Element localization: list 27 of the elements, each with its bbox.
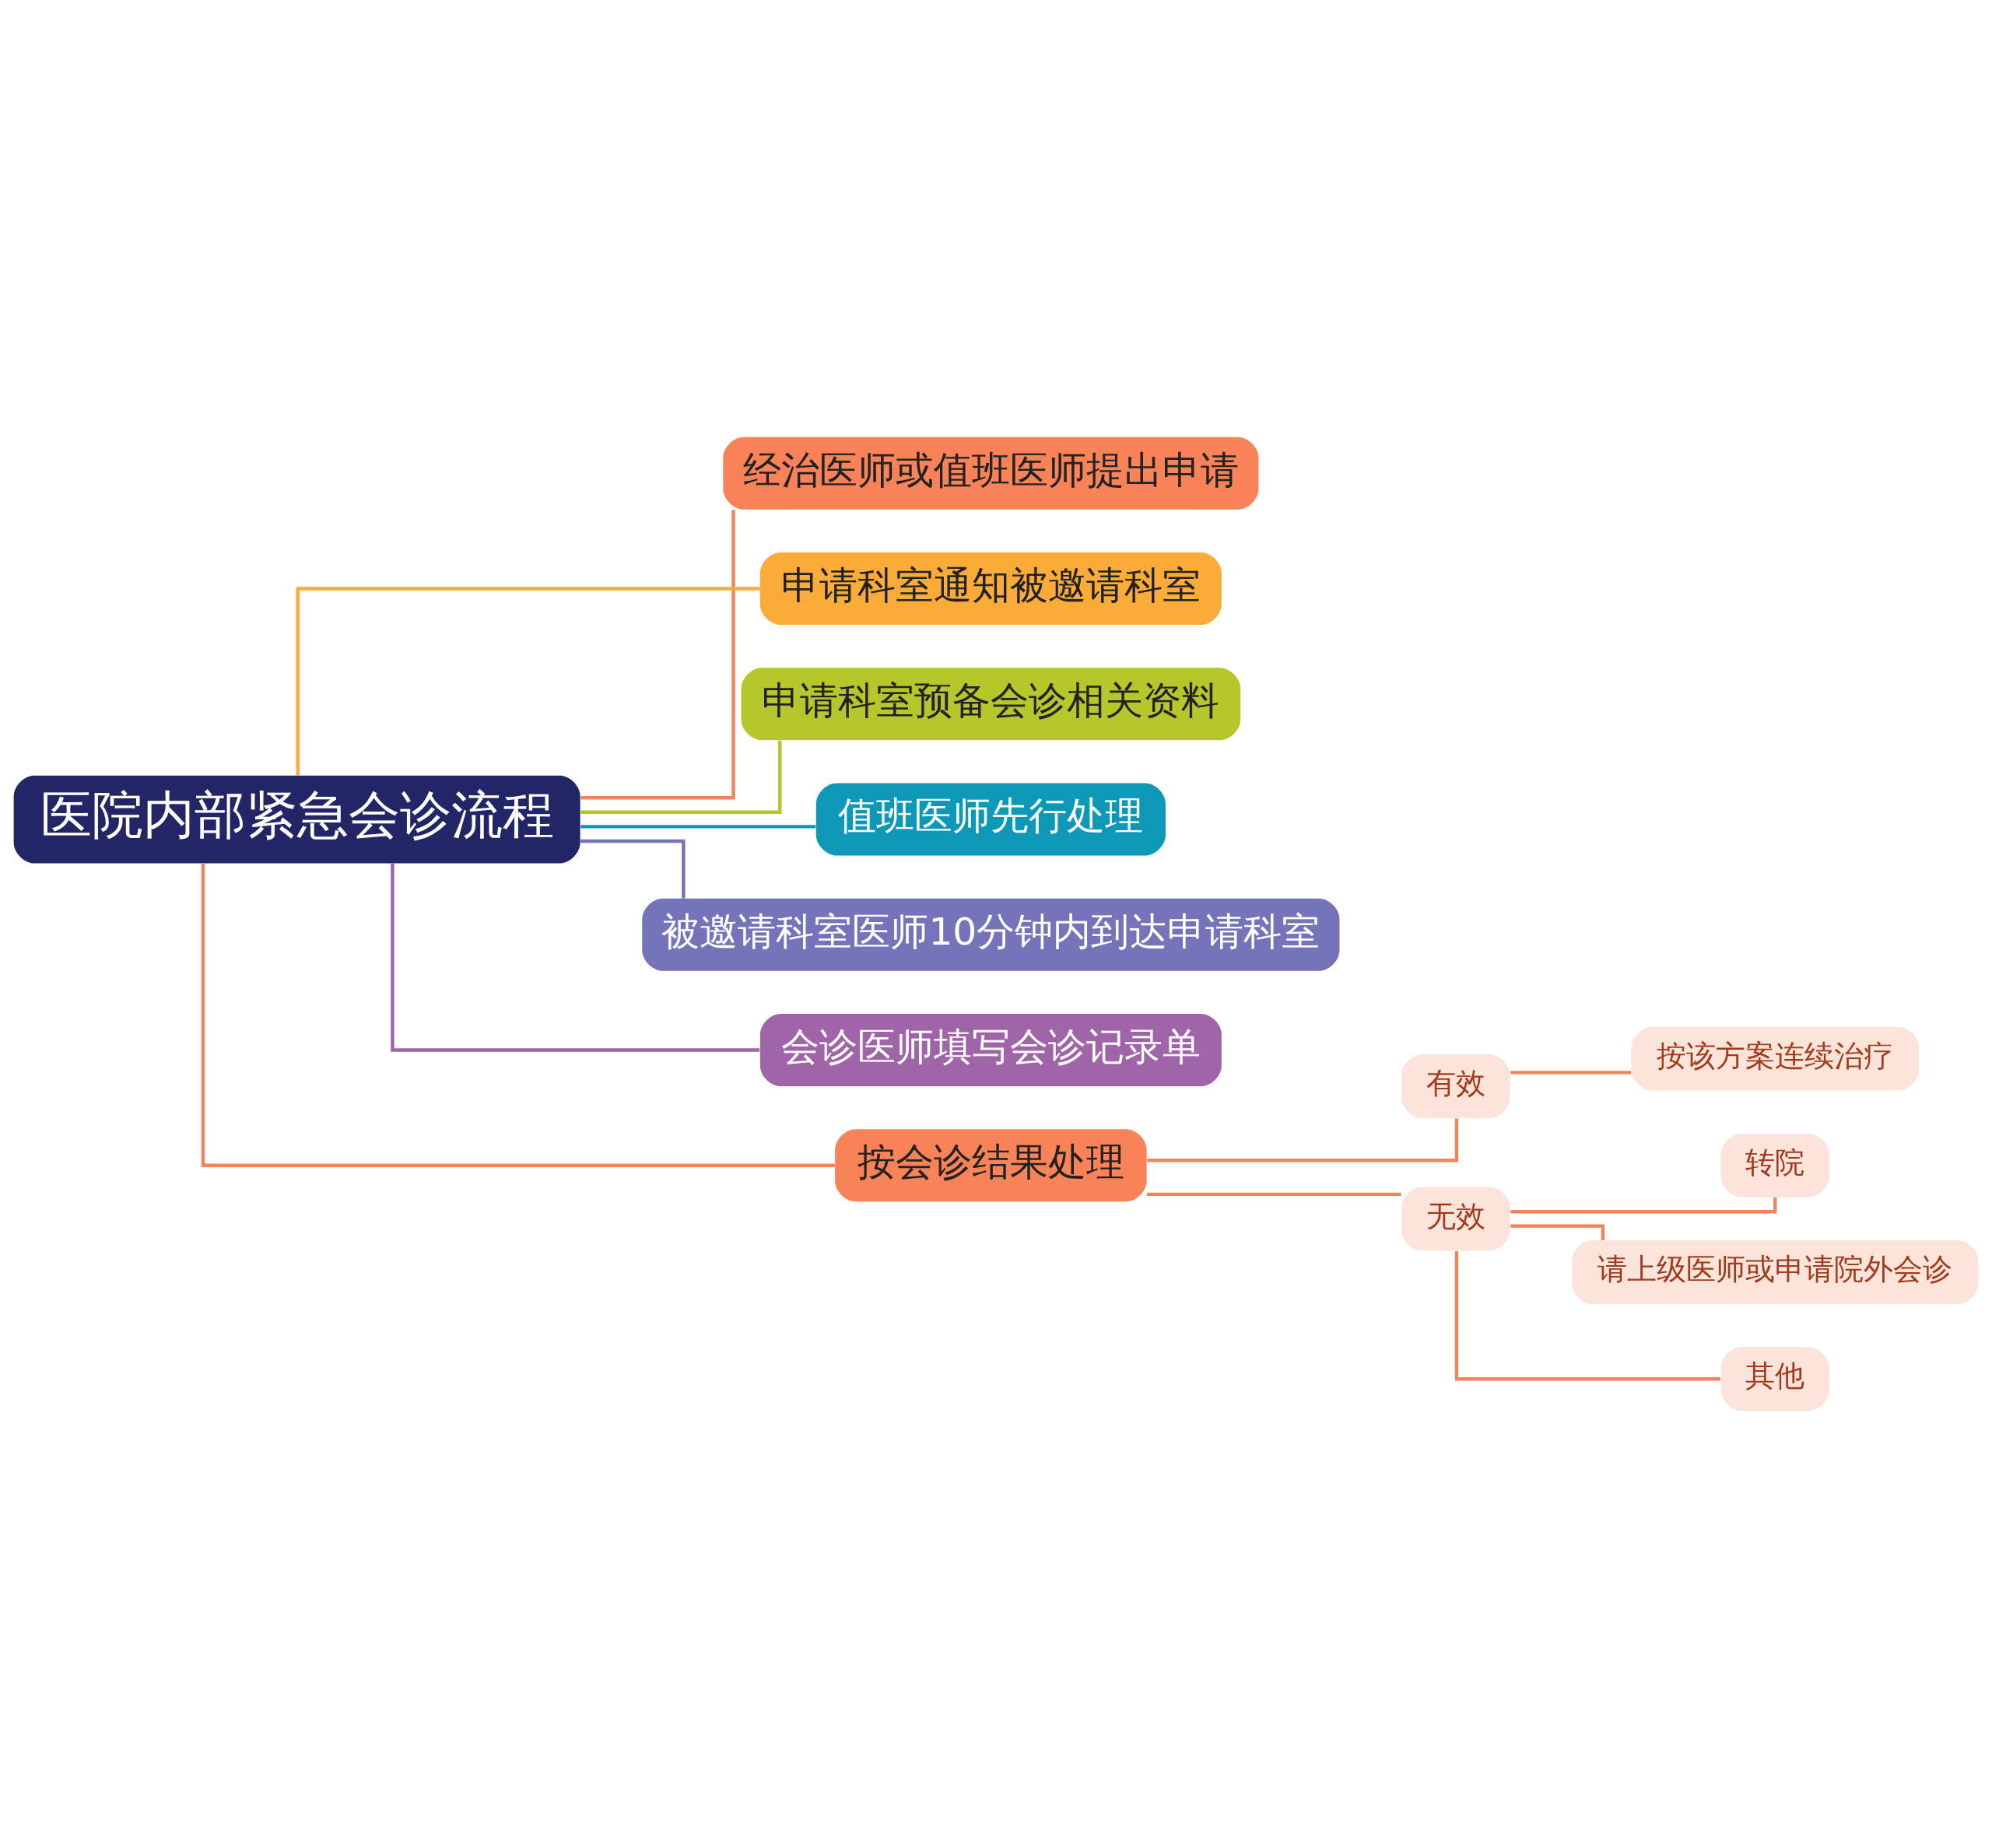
node-box: 申请科室预备会诊相关资料 [741, 668, 1241, 741]
node-box: 经治医师或值班医师提出申请 [723, 437, 1259, 510]
connector [1510, 1071, 1632, 1075]
node-box: 医院内部紧急会诊流程 [13, 775, 580, 864]
connector [1146, 1192, 1401, 1197]
node-box: 请上级医师或申请院外会诊 [1572, 1240, 1979, 1304]
connector [1454, 1251, 1720, 1381]
connector [580, 839, 686, 899]
node-box: 申请科室通知被邀请科室 [759, 552, 1222, 626]
connector [1510, 1224, 1605, 1240]
node-box: 值班医师先行处理 [815, 783, 1166, 856]
connector [296, 587, 760, 776]
connector [580, 510, 735, 800]
node-box: 按会诊结果处理 [835, 1129, 1147, 1202]
connector [580, 740, 782, 814]
node-box: 有效 [1401, 1054, 1510, 1118]
connector [391, 863, 760, 1052]
node-box: 按该方案连续治疗 [1631, 1026, 1919, 1091]
node-box: 无效 [1401, 1187, 1510, 1251]
node-box: 其他 [1720, 1347, 1829, 1411]
connector [580, 825, 816, 829]
node-box: 转院 [1720, 1133, 1829, 1198]
connector [1147, 1118, 1459, 1162]
node-box: 会诊医师填写会诊记录单 [759, 1014, 1222, 1087]
connector [1510, 1198, 1777, 1214]
node-box: 被邀请科室医师10分钟内到达申请科室 [642, 898, 1340, 971]
connector [201, 864, 835, 1168]
